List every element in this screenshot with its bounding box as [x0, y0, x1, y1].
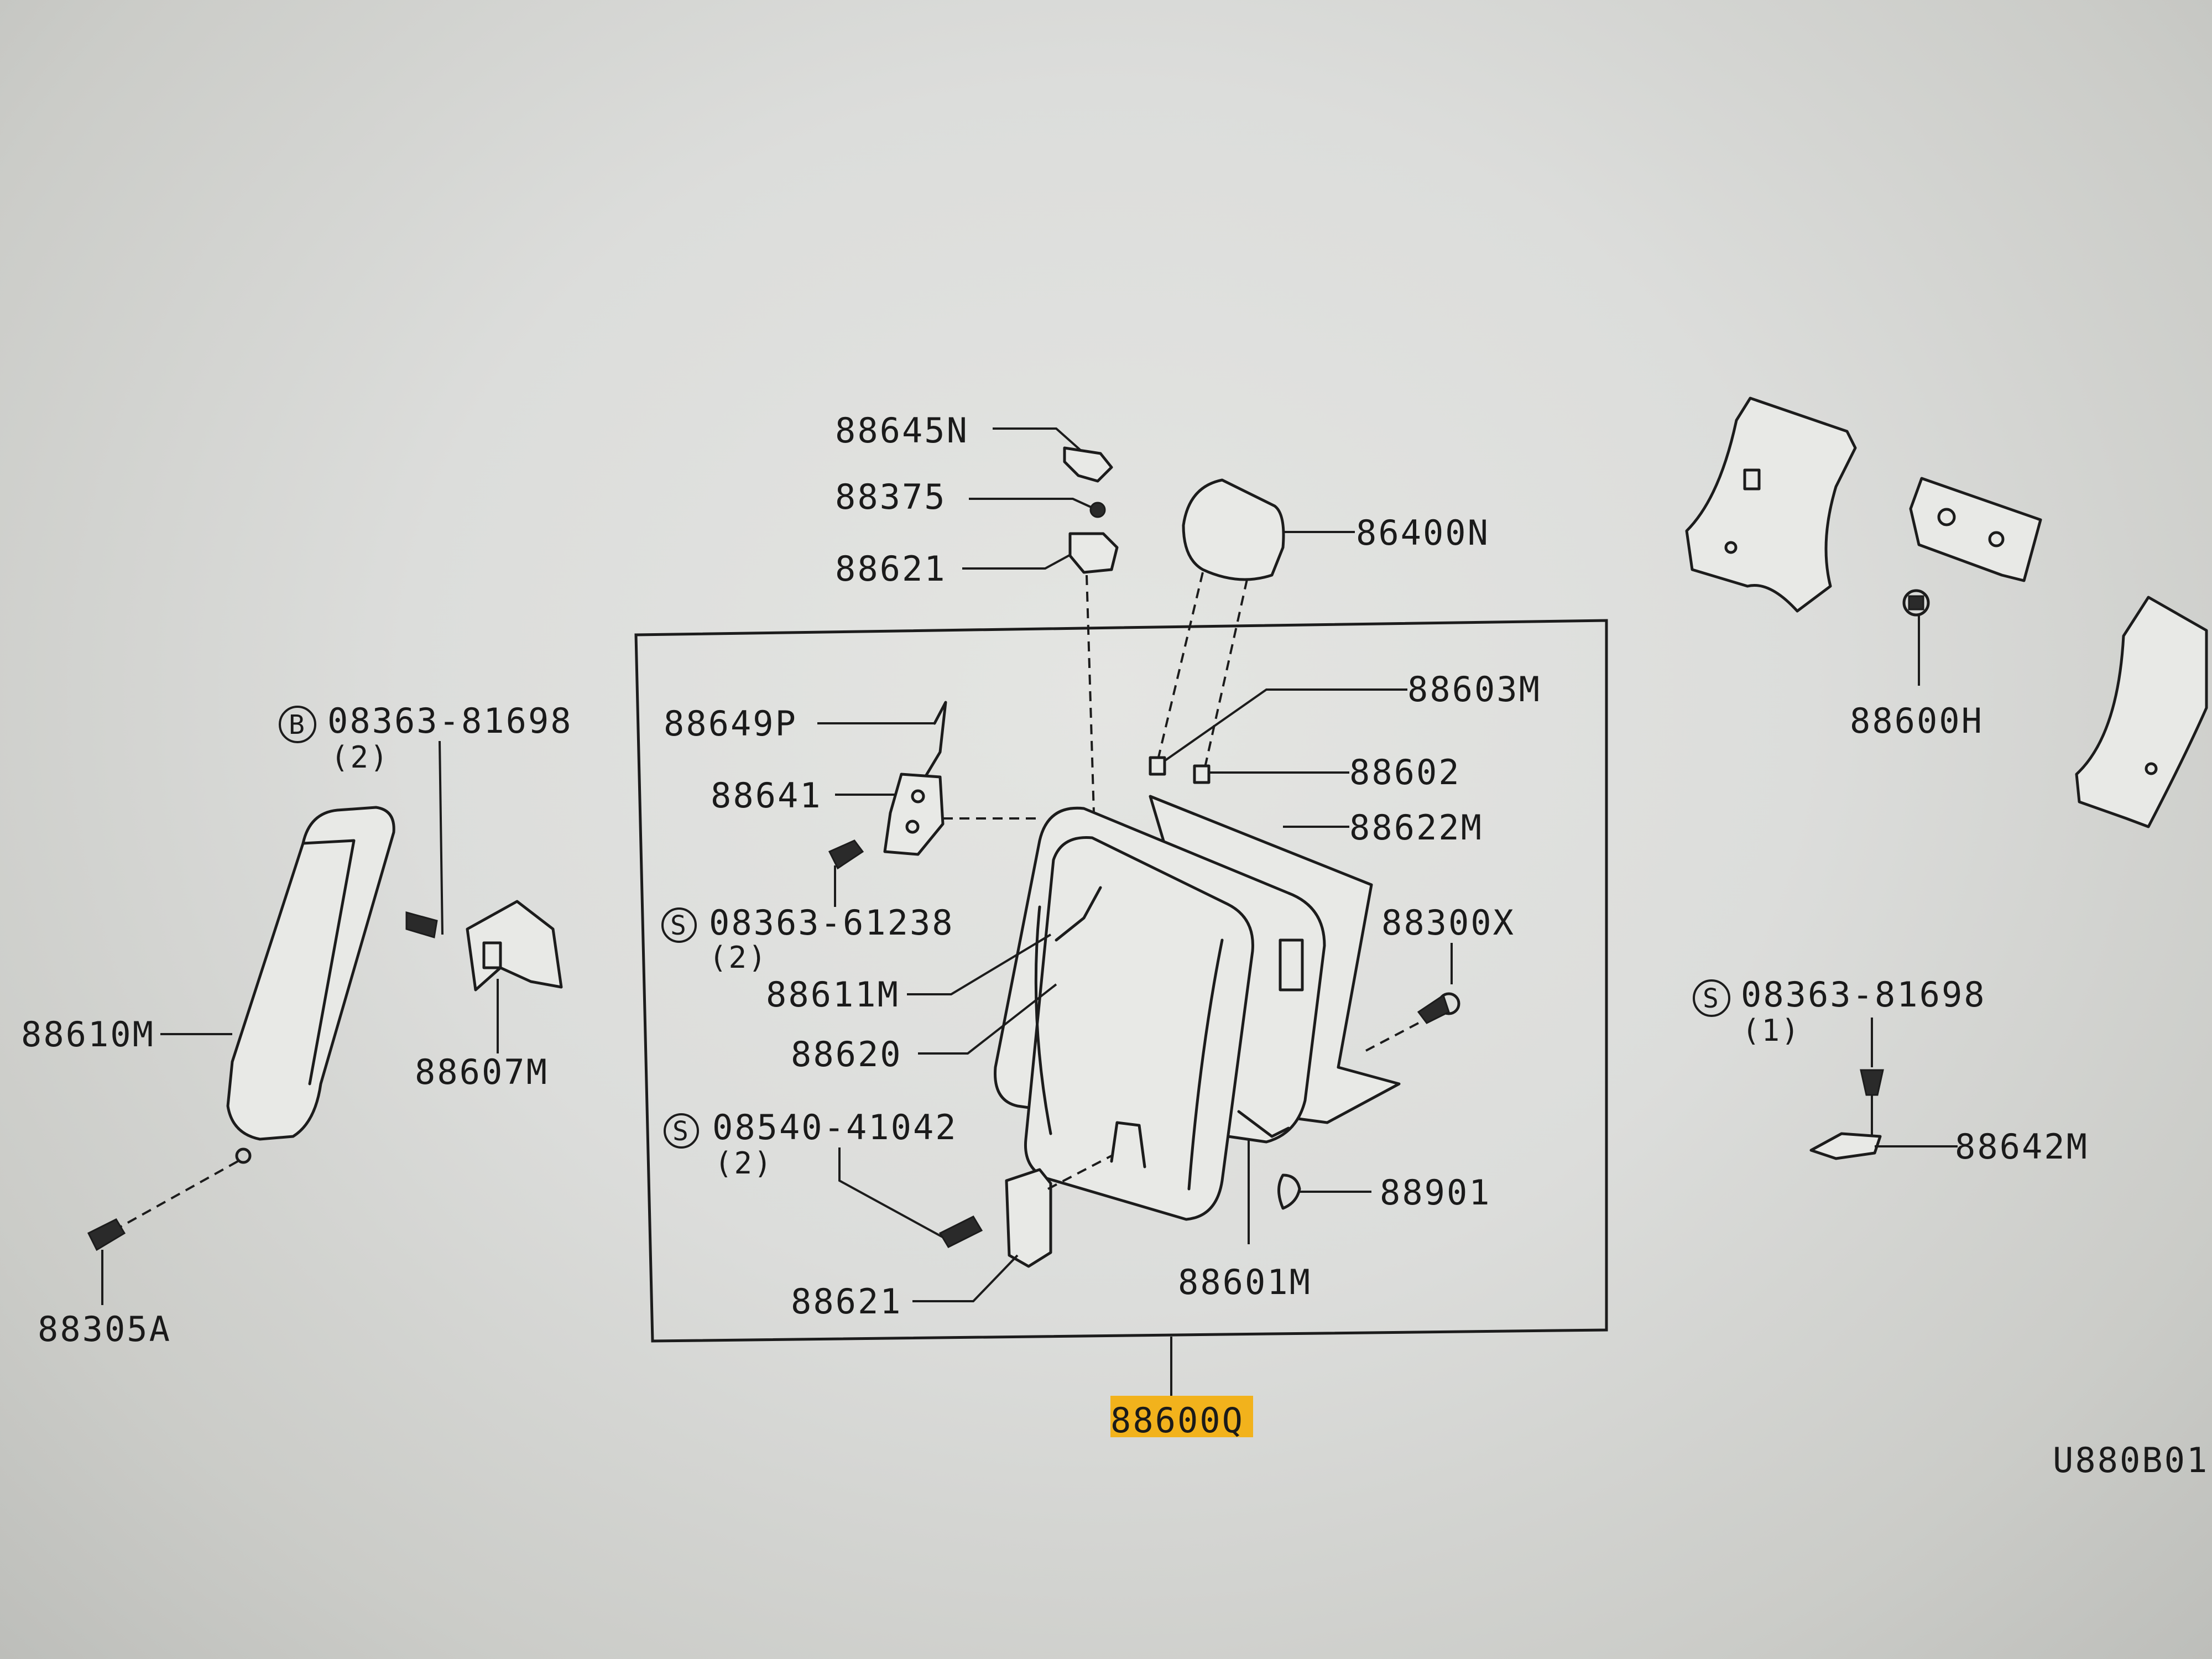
leader-88620 — [918, 983, 1057, 1055]
cable-88649P — [922, 701, 947, 781]
dash-88621-to-seat — [1086, 575, 1095, 813]
label-88300X[interactable]: 88300X — [1381, 902, 1515, 943]
cover-88600H-left[interactable] — [1685, 397, 1857, 613]
leader-88375 — [969, 498, 1093, 509]
leader-08540-41042 — [838, 1147, 946, 1240]
clip-88305A — [87, 1218, 126, 1251]
label-88305A[interactable]: 88305A — [38, 1309, 171, 1349]
clip-88645N — [1063, 446, 1113, 483]
label-08363-61238[interactable]: 08363-61238 — [709, 902, 954, 943]
label-08540-41042[interactable]: 08540-41042 — [712, 1107, 958, 1147]
dash-headrest-stay-r — [1202, 579, 1248, 778]
label-08363-81698-right[interactable]: 08363-81698 — [1741, 974, 1986, 1015]
trim-hole — [235, 1147, 252, 1164]
label-88642M[interactable]: 88642M — [1955, 1126, 2089, 1167]
bolt-letter-81698: B — [289, 709, 305, 740]
screw-letter-41042: S — [672, 1116, 688, 1147]
pad-lower-notch — [1110, 1121, 1146, 1168]
screw-marker-41042 — [664, 1113, 699, 1149]
bracket-88607M[interactable] — [466, 900, 563, 992]
dash-88300X — [1365, 1022, 1419, 1052]
label-88602[interactable]: 88602 — [1349, 752, 1461, 792]
guide-88603M — [1149, 756, 1166, 776]
bracket-slot — [482, 941, 502, 969]
label-88375[interactable]: 88375 — [835, 477, 947, 517]
label-88610M[interactable]: 88610M — [21, 1014, 155, 1055]
cover-center-hole-a — [1937, 508, 1956, 526]
cover-left-hole — [1724, 541, 1738, 554]
label-88600Q[interactable]: 88600Q — [1110, 1400, 1244, 1441]
cover-right-hole — [2145, 762, 2158, 775]
guide-88602 — [1193, 764, 1211, 784]
nut-88375 — [1089, 502, 1106, 518]
label-88600H[interactable]: 88600H — [1850, 701, 1984, 741]
cover-left-slot — [1743, 468, 1761, 491]
label-88622M[interactable]: 88622M — [1349, 807, 1483, 848]
diagram-code: U880B01 — [2053, 1440, 2209, 1480]
lock-88641[interactable] — [883, 773, 945, 856]
leader-88621-bottom — [912, 1254, 1019, 1302]
highlight-88600Q — [1110, 1396, 1253, 1437]
label-88603M[interactable]: 88603M — [1407, 669, 1541, 709]
leader-88621-top — [962, 551, 1076, 570]
leader-88603M — [1160, 688, 1407, 764]
wire-88611M — [1055, 886, 1102, 942]
frame-bracket — [1279, 938, 1304, 992]
lock-hole-b — [905, 820, 920, 834]
bolt-08363-61238 — [828, 839, 864, 870]
leader-08363-81698-left — [439, 740, 444, 935]
label-08363-81698-left[interactable]: 08363-81698 — [327, 701, 573, 741]
label-86400N[interactable]: 86400N — [1356, 513, 1490, 553]
pad-crease-right — [1187, 938, 1224, 1191]
side-trim-88610M[interactable] — [226, 806, 395, 1141]
leader-88645N — [993, 427, 1082, 452]
label-88601M[interactable]: 88601M — [1178, 1262, 1312, 1302]
screw-letter-81698-right: S — [1703, 983, 1719, 1014]
screw-marker-81698-right — [1693, 979, 1730, 1017]
label-88607M[interactable]: 88607M — [415, 1052, 549, 1092]
dash-88305A — [118, 1160, 238, 1229]
assembly-frame — [634, 619, 1608, 1343]
label-88901[interactable]: 88901 — [1380, 1172, 1491, 1213]
qty-08363-81698-left: (2) — [331, 740, 390, 775]
qty-08363-81698-right: (1) — [1742, 1013, 1801, 1048]
bolt-88600H — [1902, 589, 1930, 617]
dash-88621-bottom — [1047, 1155, 1112, 1190]
bolt-08363-81698-left — [405, 911, 438, 938]
pad-crease-left — [1034, 905, 1052, 1135]
label-88621-bottom[interactable]: 88621 — [791, 1281, 902, 1322]
cover-88600H-center[interactable] — [1909, 477, 2042, 582]
cover-88600H-right[interactable] — [2075, 596, 2208, 828]
screw-letter-61238: S — [670, 910, 686, 941]
label-88649P[interactable]: 88649P — [664, 703, 797, 744]
leader-88611M — [907, 933, 1052, 995]
bolt-88300X — [1417, 992, 1460, 1024]
label-88645N[interactable]: 88645N — [835, 410, 969, 451]
guide-88621-bottom[interactable] — [1005, 1168, 1052, 1268]
bolt-08540-41042 — [938, 1215, 983, 1248]
guide-88621-top — [1068, 532, 1119, 574]
screw-08363-81698-right — [1860, 1069, 1884, 1096]
label-88621-top[interactable]: 88621 — [835, 549, 947, 589]
headrest-86400N[interactable] — [1182, 478, 1285, 581]
bolt-marker-81698 — [279, 706, 316, 743]
qty-08363-61238: (2) — [709, 940, 768, 975]
frame-hook — [1237, 1110, 1290, 1138]
grommet-88901[interactable] — [1277, 1173, 1301, 1210]
lock-hole-a — [911, 789, 925, 804]
label-88611M[interactable]: 88611M — [766, 974, 900, 1015]
dash-headrest-stay-l — [1155, 572, 1204, 769]
cover-center-hole-b — [1988, 531, 2005, 547]
qty-08540-41042: (2) — [714, 1146, 774, 1181]
screw-marker-61238 — [661, 907, 697, 943]
trim-edge — [301, 839, 356, 1086]
label-88620[interactable]: 88620 — [791, 1034, 902, 1074]
clip-88642M[interactable] — [1809, 1132, 1882, 1160]
label-88641[interactable]: 88641 — [711, 775, 822, 816]
